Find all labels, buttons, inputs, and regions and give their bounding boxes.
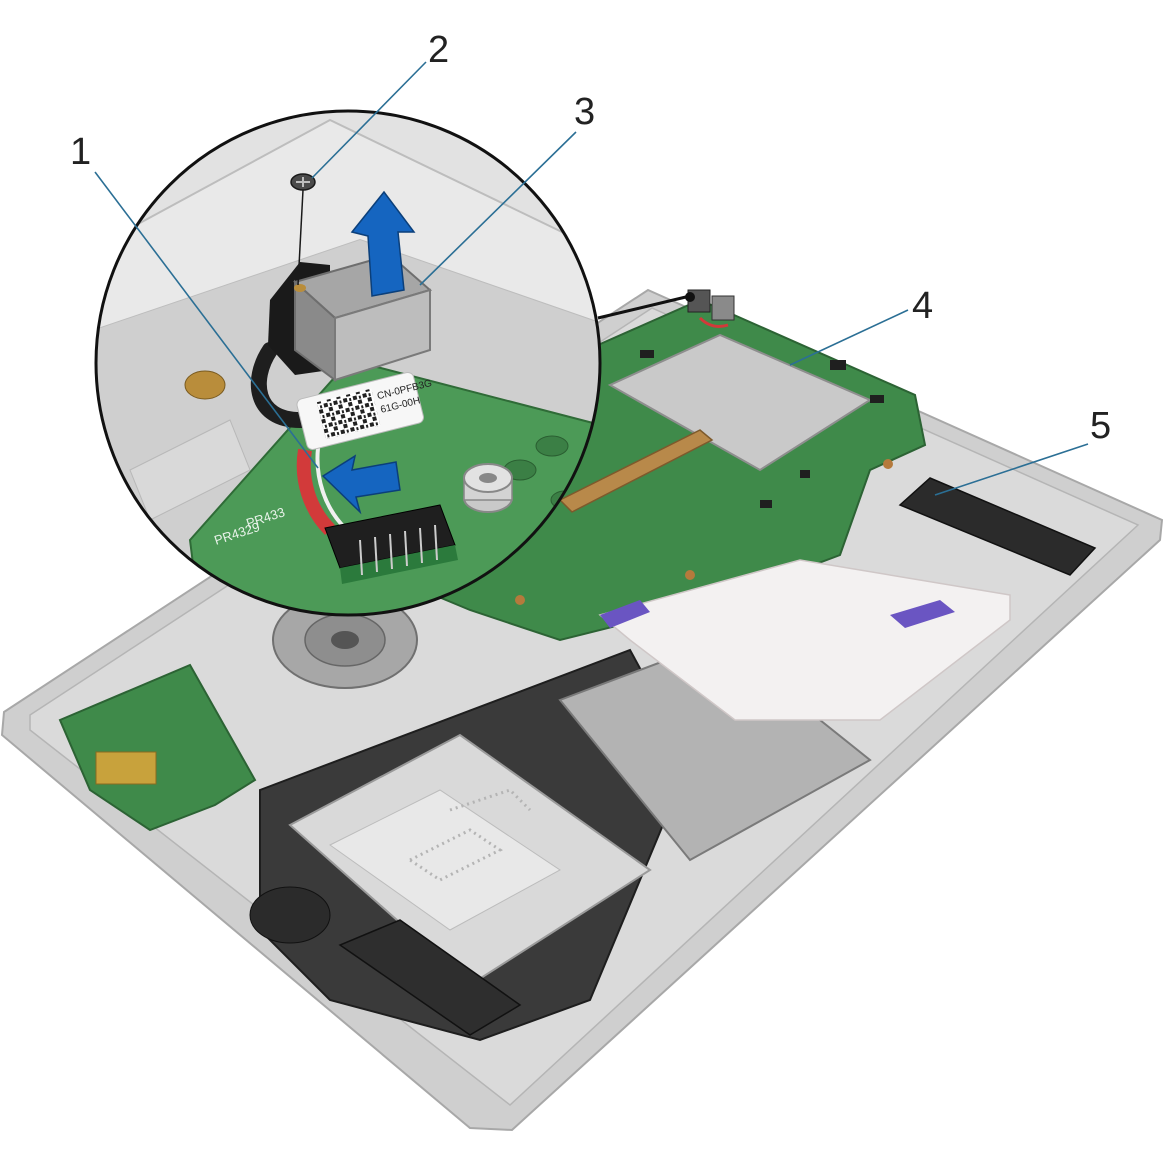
disconnect-arrow bbox=[321, 454, 401, 515]
hard-drive-label bbox=[329, 789, 561, 931]
inset-screw-boss bbox=[184, 370, 226, 400]
keyboard-fpc-cable bbox=[598, 559, 1011, 721]
leader-3 bbox=[419, 131, 577, 286]
lift-arrow bbox=[350, 190, 416, 297]
left-speaker bbox=[338, 919, 522, 1036]
screw bbox=[290, 173, 316, 286]
io-board bbox=[58, 663, 257, 832]
inset-leader-dot bbox=[685, 292, 695, 302]
coin-cell-battery bbox=[249, 886, 331, 944]
fpc-connector-purple bbox=[890, 600, 955, 628]
inset-standoff bbox=[463, 463, 513, 513]
callout-1: 1 bbox=[70, 131, 91, 173]
callout-2: 2 bbox=[428, 29, 449, 71]
callout-3: 3 bbox=[574, 91, 595, 133]
right-speaker bbox=[898, 477, 1097, 576]
callout-4: 4 bbox=[912, 285, 933, 327]
inset-chassis-wall bbox=[96, 118, 600, 332]
screw-guide-line bbox=[297, 189, 304, 286]
inset-mylar-tape bbox=[129, 419, 251, 521]
leader-4 bbox=[789, 309, 909, 366]
fpc-connector-purple-2 bbox=[600, 600, 650, 628]
inset-border bbox=[94, 109, 602, 617]
heat-pipe bbox=[558, 429, 714, 513]
leader-1 bbox=[94, 171, 319, 469]
palm-rest-assembly bbox=[0, 288, 1164, 1132]
callout-5: 5 bbox=[1090, 405, 1111, 447]
io-board-card-slot bbox=[95, 751, 157, 785]
leader-5 bbox=[934, 443, 1089, 496]
dc-in-port bbox=[268, 253, 433, 382]
dc-in-cable-wires-2 bbox=[315, 447, 347, 530]
leader-2 bbox=[311, 61, 427, 179]
callout-leaders bbox=[94, 61, 1089, 496]
dc-in-cable-wires bbox=[296, 448, 336, 535]
hard-drive-dots bbox=[407, 788, 532, 882]
dc-in-cable-connector bbox=[324, 504, 458, 584]
inset-leader-line bbox=[597, 294, 691, 320]
magnified-inset: PR4329 PR433 CN-0PFB3G 61G-00H bbox=[94, 109, 695, 617]
board-components bbox=[515, 350, 893, 605]
